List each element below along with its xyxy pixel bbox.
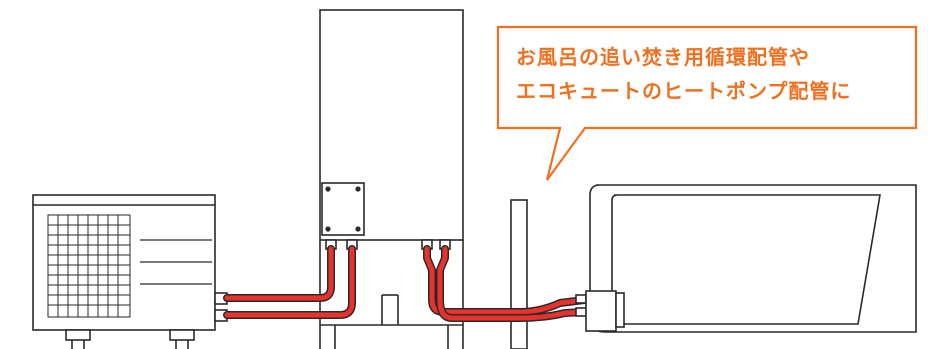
callout-line-2: エコキュートのヒートポンプ配管に (516, 79, 852, 103)
side-vents (140, 239, 212, 285)
bath-adapter (575, 290, 625, 332)
fan-grille (47, 214, 131, 318)
water-tank (319, 9, 464, 349)
callout-line-1: お風呂の追い焚き用循環配管や (516, 45, 810, 69)
callout-text: お風呂の追い焚き用循環配管や エコキュートのヒートポンプ配管に (516, 40, 916, 108)
heat-pump-unit (32, 194, 228, 349)
circulation-pipes (223, 245, 588, 322)
bathtub (589, 184, 917, 333)
speech-bubble (496, 25, 918, 181)
wall-post (510, 199, 528, 349)
